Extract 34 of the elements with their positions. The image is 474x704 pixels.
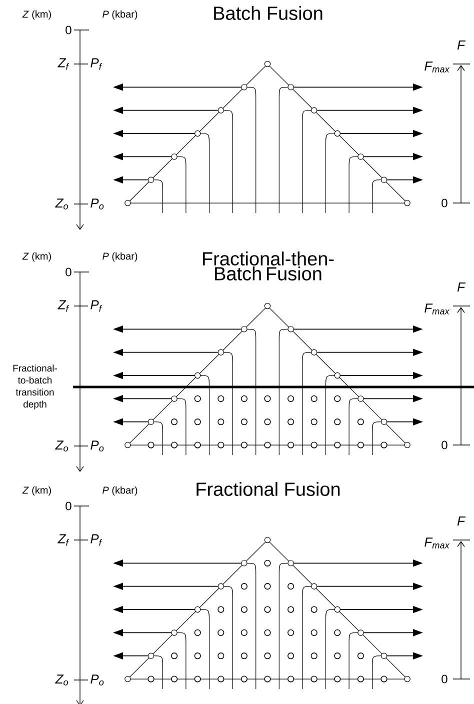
axis-label: F [457,40,466,50]
tick-label: P$_{f}$ [90,534,102,546]
axis-label: Z (km) [22,10,51,20]
tick-label: Z$_{f}$ [58,534,70,546]
axis-label: Z (km) [22,486,51,496]
axis-label: P (kbar) [102,486,138,496]
tick-label: P$_{o}$ [90,440,104,452]
axis-label: F [457,516,466,526]
tick-label: 0 [442,440,448,450]
axis-label: F [457,282,466,292]
axis-label: P (kbar) [102,10,138,20]
panel-title: Fractional-then-Batch Fusion [203,252,334,280]
transition-label: Fractional-to-batch transition depth [13,364,57,410]
tick-label: 0 [66,26,72,34]
tick-label: P$_{o}$ [90,198,104,210]
tick-label: Z$_{f}$ [58,58,70,70]
tick-label: Z$_{o}$ [55,674,68,686]
tick-label: 0 [442,674,448,684]
tick-label: F$_{max}$ [424,62,450,72]
tick-label: F$_{max}$ [424,538,450,548]
tick-label: Z$_{o}$ [55,198,68,210]
tick-label: Z$_{o}$ [55,440,68,452]
axis-label: P (kbar) [102,252,138,262]
tick-label: 0 [66,268,72,276]
tick-label: P$_{o}$ [90,674,104,686]
axis-label: Z (km) [22,252,51,262]
tick-label: F$_{max}$ [424,304,450,314]
tick-label: 0 [442,198,448,208]
tick-label: P$_{f}$ [90,58,102,70]
panel-title: Fractional Fusion [196,482,340,496]
tick-label: P$_{f}$ [90,300,102,312]
tick-label: 0 [66,502,72,510]
panel-title: Batch Fusion [214,6,322,20]
tick-label: Z$_{f}$ [58,300,70,312]
